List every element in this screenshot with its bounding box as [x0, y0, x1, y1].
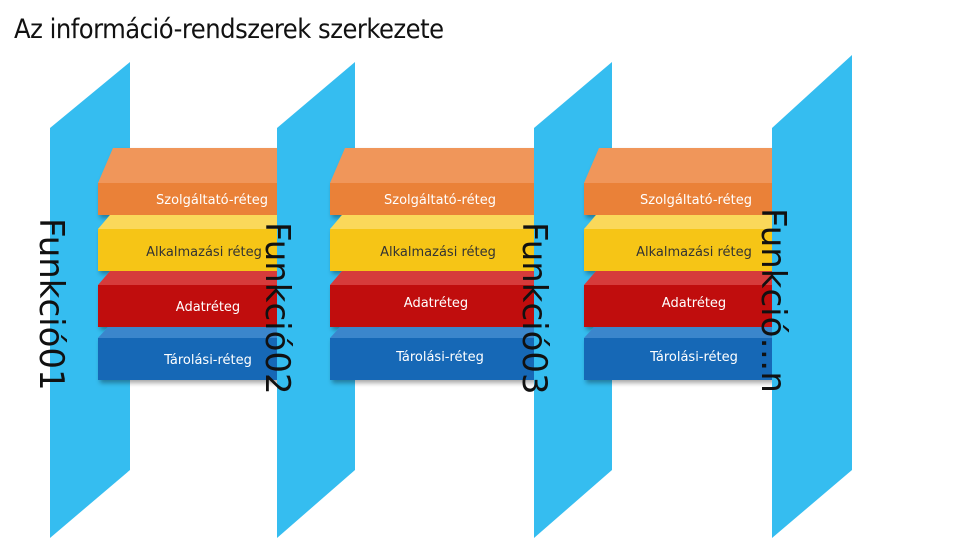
application-layer-label-2: Alkalmazási réteg — [380, 245, 496, 260]
layer-stack-3 — [584, 148, 772, 380]
function-label-2: Funkció02 — [257, 222, 297, 395]
application-layer-top-3 — [584, 215, 772, 229]
storage-layer-top-2 — [330, 327, 535, 338]
function-label-1: Funkció01 — [31, 218, 71, 391]
function-label-4: Funkció…n — [753, 208, 793, 393]
service-layer-top-3 — [584, 148, 772, 183]
storage-layer-label-2: Tárolási-réteg — [395, 350, 484, 365]
service-layer-label-1: Szolgáltató-réteg — [156, 193, 268, 208]
data-layer-label-1: Adatréteg — [176, 300, 240, 315]
service-layer-label-2: Szolgáltató-réteg — [384, 193, 496, 208]
data-layer-label-3: Adatréteg — [662, 296, 726, 311]
application-layer-top-2 — [330, 215, 535, 229]
layer-stack-2 — [330, 148, 535, 380]
data-layer-top-2 — [330, 271, 535, 285]
data-layer-top-3 — [584, 271, 772, 285]
storage-layer-top-3 — [584, 327, 772, 338]
application-layer-label-3: Alkalmazási réteg — [636, 245, 752, 260]
application-layer-label-1: Alkalmazási réteg — [146, 245, 262, 260]
function-label-3: Funkció03 — [514, 222, 554, 395]
storage-layer-label-3: Tárolási-réteg — [649, 350, 738, 365]
storage-layer-label-1: Tárolási-réteg — [163, 353, 252, 368]
service-layer-label-3: Szolgáltató-réteg — [640, 193, 752, 208]
data-layer-label-2: Adatréteg — [404, 296, 468, 311]
service-layer-top-1 — [98, 148, 290, 183]
service-layer-top-2 — [330, 148, 535, 183]
